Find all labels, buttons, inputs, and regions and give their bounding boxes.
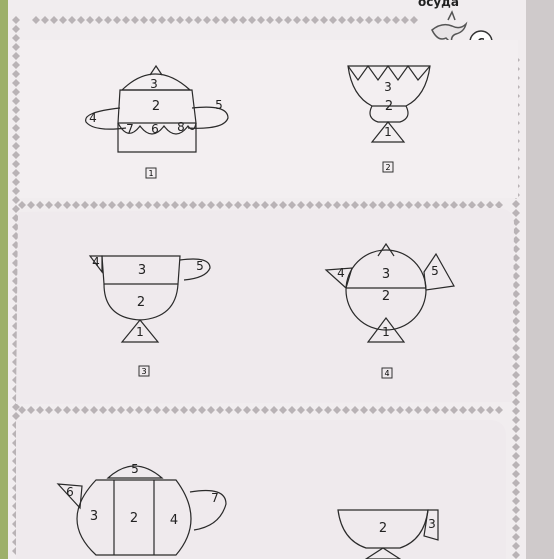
fig1-number: 1 [148, 169, 153, 178]
fig1-part-7: 7 [126, 122, 134, 136]
fig4-part-2: 2 [382, 289, 390, 304]
fig5-part-5: 5 [131, 462, 139, 476]
fig3-part-1: 1 [136, 325, 144, 339]
fig6-part-3: 3 [428, 517, 436, 531]
fig3-number: 3 [141, 367, 146, 376]
fig1-part-4: 4 [89, 111, 97, 125]
fig5-part-3: 3 [90, 509, 98, 524]
section-title: осуда [418, 0, 459, 9]
fig2-part-2: 2 [385, 99, 393, 114]
fig1-part-8: 8 [177, 120, 185, 134]
fig5-part-2: 2 [130, 511, 138, 526]
fig1-part-2: 2 [152, 99, 160, 114]
fig5-part-6: 6 [66, 485, 74, 499]
fig6-part-2: 2 [379, 521, 387, 536]
fig3-part-2: 2 [137, 295, 145, 310]
page-right-edge [524, 0, 554, 559]
fig2-part-1: 1 [384, 125, 392, 139]
fig4-number: 4 [384, 369, 389, 378]
fig4-part-1: 1 [382, 325, 390, 339]
fig4-part-4: 4 [337, 266, 345, 280]
fig4-part-3: 3 [382, 267, 390, 282]
panel-middle [16, 208, 514, 404]
fig3-part-5: 5 [196, 259, 204, 273]
fig3-part-3: 3 [138, 263, 146, 278]
fig3-part-4: 4 [92, 255, 100, 269]
fig1-part-5: 5 [215, 98, 223, 112]
fig2-number: 2 [385, 163, 390, 172]
fig2-part-3: 3 [384, 80, 392, 94]
fig5-part-7: 7 [211, 491, 219, 505]
fig5-part-4: 4 [170, 513, 178, 528]
fig1-part-3: 3 [150, 77, 158, 91]
fig4-part-5: 5 [431, 264, 439, 278]
fig1-part-6: 6 [151, 122, 159, 136]
